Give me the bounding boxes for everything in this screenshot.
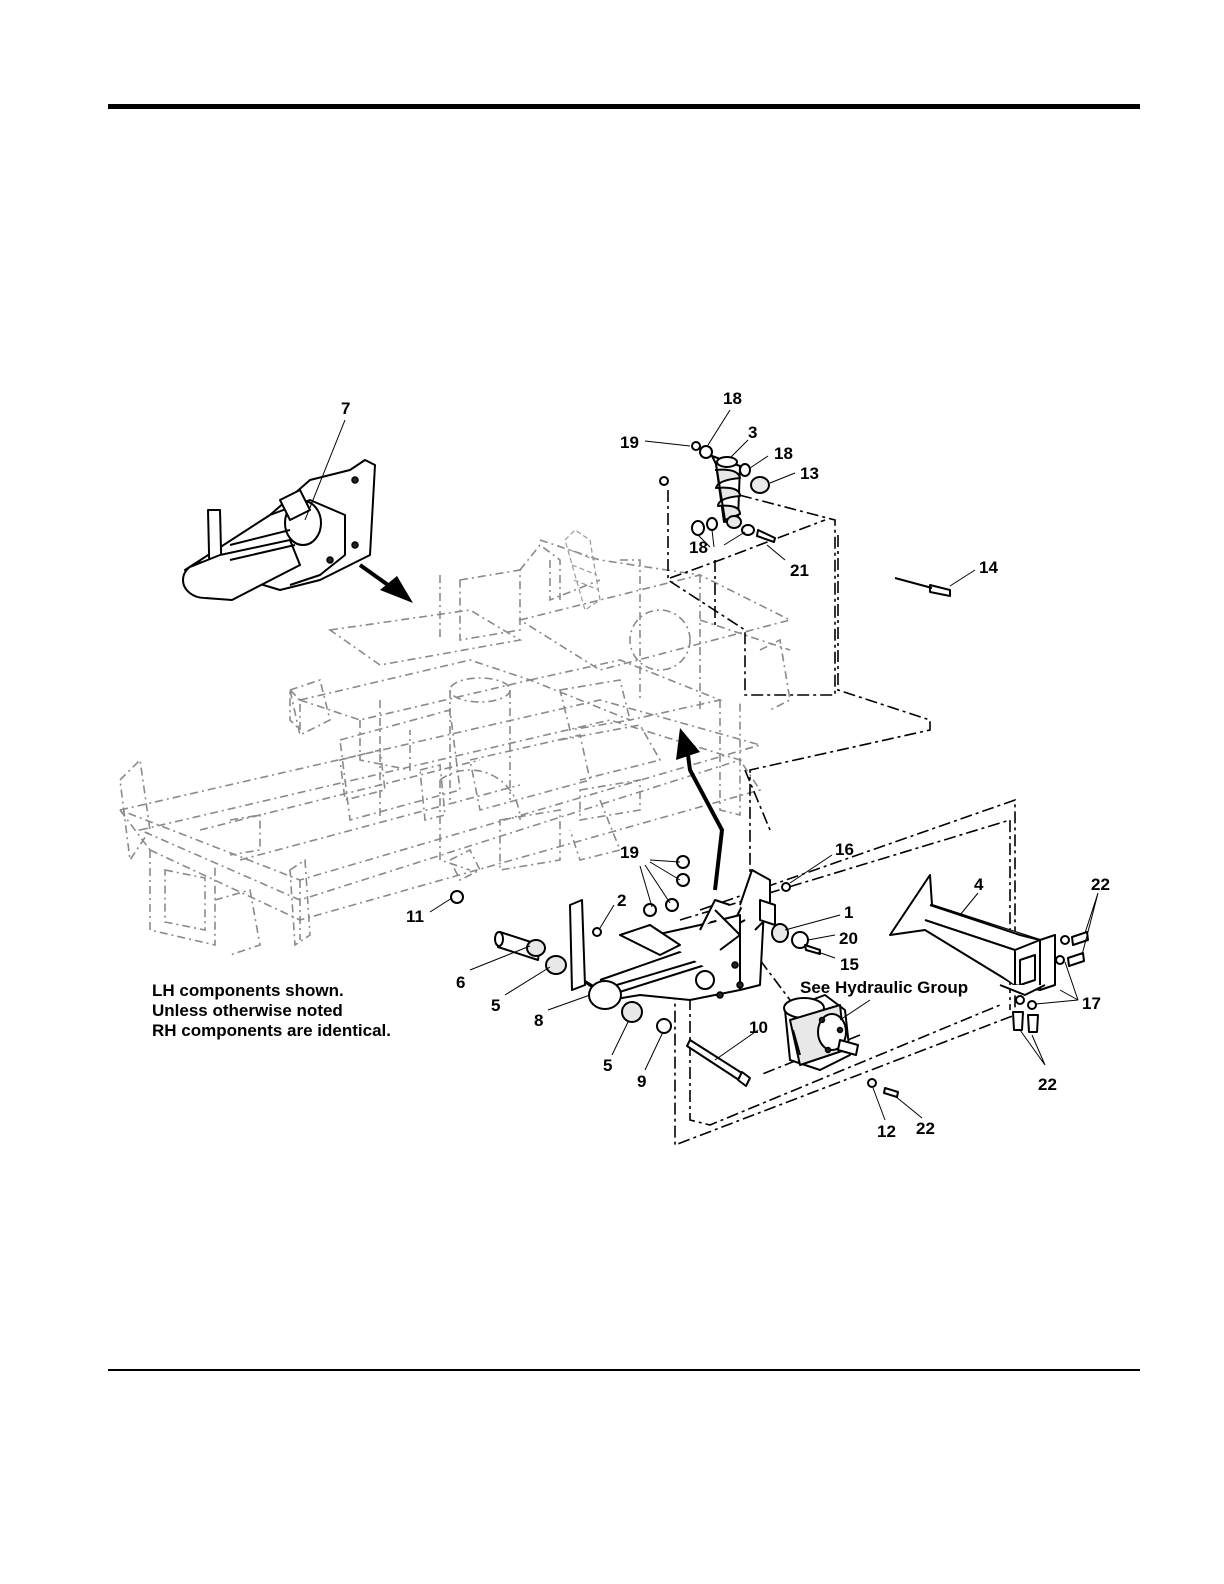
callout-2: 2 (617, 891, 626, 910)
arrow-to-frame (360, 565, 413, 603)
callout-8: 8 (534, 1011, 543, 1030)
hydraulic-motor (784, 995, 858, 1070)
callout-21: 21 (790, 561, 809, 580)
callout-13: 13 (800, 464, 819, 483)
callout-15: 15 (840, 955, 859, 974)
callout-22-lower-right: 22 (1038, 1075, 1057, 1094)
callout-14: 14 (979, 558, 998, 577)
part-7-pivot-arm (183, 460, 375, 600)
callout-leaders (305, 410, 1098, 1120)
callout-7: 7 (341, 399, 350, 418)
callout-22-right: 22 (1091, 875, 1110, 894)
callout-19-top: 19 (620, 433, 639, 452)
callout-10: 10 (749, 1018, 768, 1037)
callout-4: 4 (974, 875, 984, 894)
callout-6: 6 (456, 973, 465, 992)
callout-16: 16 (835, 840, 854, 859)
callout-9: 9 (637, 1072, 646, 1091)
callout-1: 1 (844, 903, 853, 922)
callout-19-low: 19 (620, 843, 639, 862)
note-line-1: LH components shown. (152, 981, 344, 1000)
callout-5-upper: 5 (491, 996, 500, 1015)
callout-22-bottom: 22 (916, 1119, 935, 1138)
part-4-bracket (890, 875, 1055, 995)
callout-18-mid: 18 (774, 444, 793, 463)
callout-3: 3 (748, 423, 757, 442)
note-line-3: RH components are identical. (152, 1021, 391, 1040)
part-8-swing-arm (570, 870, 775, 1009)
callout-18-low: 18 (689, 538, 708, 557)
callout-18-top: 18 (723, 389, 742, 408)
callout-5-lower: 5 (603, 1056, 612, 1075)
callout-11: 11 (406, 907, 424, 926)
callout-17: 17 (1082, 994, 1101, 1013)
see-hydraulic-note: See Hydraulic Group (800, 978, 968, 997)
note-line-2: Unless otherwise noted (152, 1001, 343, 1020)
callout-20: 20 (839, 929, 858, 948)
callout-12: 12 (877, 1122, 896, 1141)
